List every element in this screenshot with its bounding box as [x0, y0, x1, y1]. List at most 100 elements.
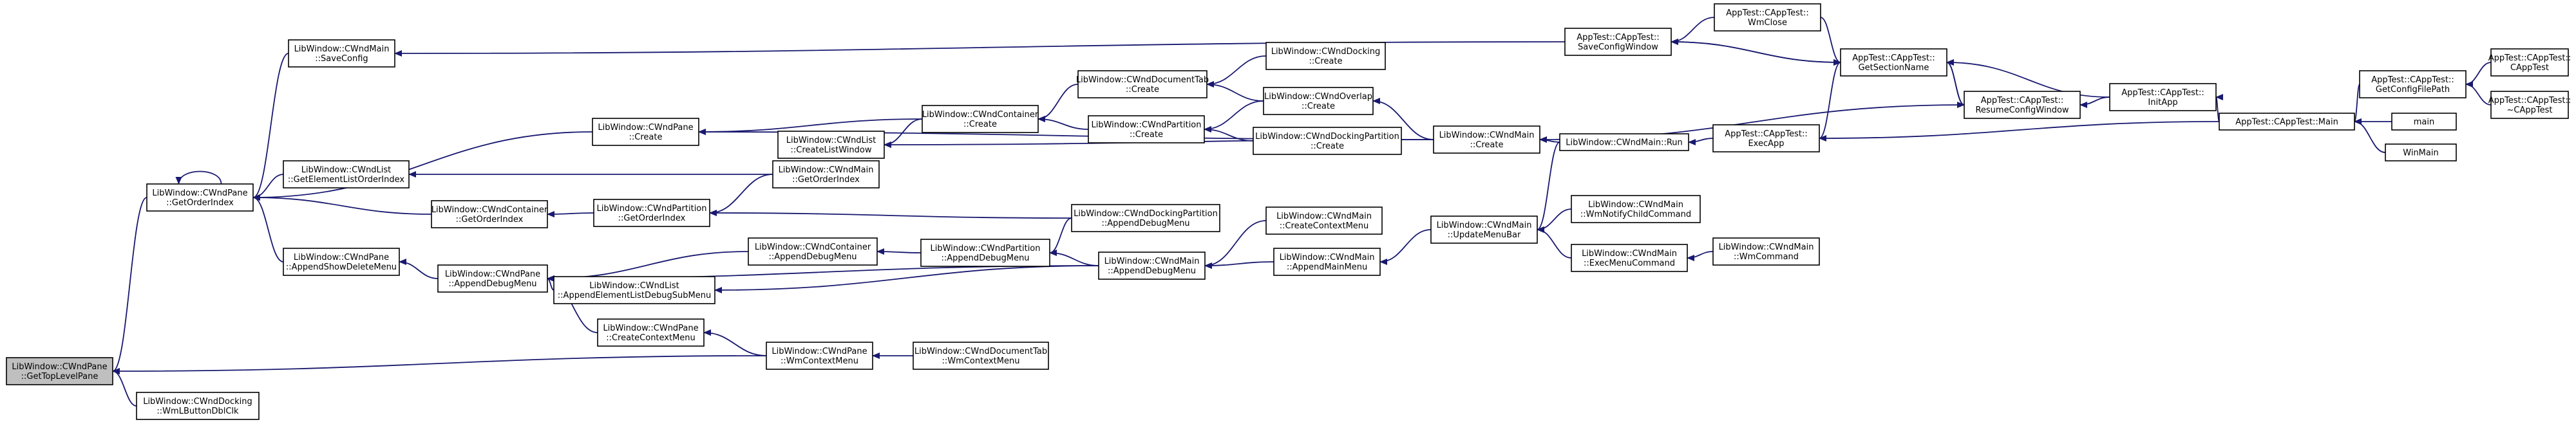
node-main-appendmainmenu[interactable]: LibWindow::CWndMain::AppendMainMenu — [1273, 248, 1381, 276]
node-getsectionname[interactable]: AppTest::CAppTest::GetSectionName — [1840, 48, 1947, 77]
edge-pane-create-to-getorderindex-pane — [252, 131, 593, 201]
node-dockingpartition-create[interactable]: LibWindow::CWndDockingPartition::Create — [1253, 127, 1402, 155]
node-partition-create[interactable]: LibWindow::CWndPartition::Create — [1088, 115, 1205, 143]
node-label: LibWindow::CWndOverlap — [1264, 92, 1372, 102]
node-main-getorderindex[interactable]: LibWindow::CWndMain::GetOrderIndex — [772, 160, 880, 188]
node-box — [2385, 143, 2457, 161]
node-label: ::Create — [1302, 102, 1335, 111]
node-box — [1840, 48, 1947, 77]
node-box — [777, 131, 885, 159]
node-box — [1964, 91, 2081, 119]
node-label: ::CreateListWindow — [791, 145, 872, 155]
node-main-create[interactable]: LibWindow::CWndMain::Create — [1433, 125, 1540, 154]
node-label: ::ExecMenuCommand — [1584, 259, 1675, 268]
node-label: AppTest::CAppTest:: — [2488, 96, 2571, 106]
node-wmclose[interactable]: AppTest::CAppTest::WmClose — [1714, 3, 1821, 32]
node-pane-create[interactable]: LibWindow::CWndPane::Create — [592, 118, 699, 146]
node-box — [766, 342, 873, 370]
node-main-wmnotifychildcommand[interactable]: LibWindow::CWndMain::WmNotifyChildComman… — [1571, 195, 1701, 223]
node-label: ::WmNotifyChildCommand — [1580, 210, 1691, 219]
node-box — [1273, 248, 1381, 276]
node-pane-appenddebugmenu[interactable]: LibWindow::CWndPane::AppendDebugMenu — [437, 264, 548, 293]
node-partition-appenddebugmenu[interactable]: LibWindow::CWndPartition::AppendDebugMen… — [920, 239, 1050, 267]
node-label: LibWindow::CWndPane — [603, 324, 698, 333]
node-label: ::GetOrderIndex — [792, 175, 860, 185]
node-box — [1253, 127, 1402, 155]
edge-pane-wmcontextmenu-to-createcontextmenu — [703, 329, 767, 356]
node-pane-wmcontextmenu[interactable]: LibWindow::CWndPane::WmContextMenu — [766, 342, 873, 370]
edge-saveconfigwindow-to-getsectionname — [1671, 41, 1841, 66]
node-appendelementlistdebugsubmenu[interactable]: LibWindow::CWndList::AppendElementListDe… — [553, 276, 715, 304]
node-box — [1571, 244, 1688, 272]
node-box — [136, 392, 260, 420]
node-documenttab-wmcontextmenu[interactable]: LibWindow::CWndDocumentTab::WmContextMen… — [913, 342, 1049, 370]
node-appendshowdeletemenu[interactable]: LibWindow::CWndPane::AppendShowDeleteMen… — [283, 248, 400, 276]
node-label: AppTest::CAppTest:: — [1852, 53, 1935, 63]
node-label: LibWindow::CWndPane — [772, 347, 867, 356]
node-execapp[interactable]: AppTest::CAppTest::ExecApp — [1712, 124, 1820, 152]
node-box — [1265, 42, 1386, 70]
node-overlap-create[interactable]: LibWindow::CWndOverlap::Create — [1263, 87, 1374, 115]
node-documenttab-create[interactable]: LibWindow::CWndDocumentTab::Create — [1076, 70, 1209, 98]
node-main-execmenucommand[interactable]: LibWindow::CWndMain::ExecMenuCommand — [1571, 244, 1688, 272]
node-docking-create[interactable]: LibWindow::CWndDocking::Create — [1265, 42, 1386, 70]
edge-pane-appenddebugmenu-to-appendshowdeletemenu — [399, 259, 439, 279]
node-gettoplevelpane[interactable]: LibWindow::CWndPane::GetTopLevelPane — [6, 357, 113, 385]
edge-appendshowdeletemenu-to-getorderindex-pane — [252, 194, 284, 262]
node-apptest-main[interactable]: AppTest::CAppTest::Main — [2219, 113, 2355, 131]
node-box — [1265, 206, 1383, 235]
node-container-getorderindex[interactable]: LibWindow::CWndContainer::GetOrderIndex — [431, 200, 548, 228]
node-box — [1088, 115, 1205, 143]
node-getorderindex-pane[interactable]: LibWindow::CWndPane::GetOrderIndex — [146, 183, 254, 212]
node-box — [1071, 204, 1220, 232]
node-label: LibWindow::CWndMain — [1276, 212, 1372, 221]
node-main-updatemenubar[interactable]: LibWindow::CWndMain::UpdateMenuBar — [1430, 216, 1538, 244]
node-label: GetConfigFilePath — [2376, 85, 2450, 95]
node-label: ::WmContextMenu — [781, 356, 858, 366]
node-label: ::AppendDebugMenu — [448, 279, 536, 289]
node-box — [1714, 3, 1821, 32]
node-wmlbuttondblclk[interactable]: LibWindow::CWndDocking::WmLButtonDblClk — [136, 392, 260, 420]
node-label: LibWindow::CWndMain — [1719, 243, 1814, 252]
node-label: AppTest::CAppTest:: — [2371, 75, 2454, 85]
node-dtor[interactable]: AppTest::CAppTest::~CAppTest — [2488, 91, 2571, 119]
node-label: LibWindow::CWndMain — [1582, 249, 1677, 259]
node-label: ::WmContextMenu — [942, 356, 1020, 366]
edge-docking-create-to-documenttab-create — [1206, 55, 1267, 87]
edge-pane-wmcontextmenu-to-gettoplevelpane — [112, 355, 767, 374]
node-createlistwindow[interactable]: LibWindow::CWndList::CreateListWindow — [777, 131, 885, 159]
node-box — [146, 183, 254, 212]
node-label: LibWindow::CWndContainer — [755, 243, 871, 252]
node-dockingpartition-appenddebugmenu[interactable]: LibWindow::CWndDockingPartition::AppendD… — [1071, 204, 1220, 232]
node-main-wmcommand[interactable]: LibWindow::CWndMain::WmCommand — [1712, 237, 1820, 266]
node-ctor[interactable]: AppTest::CAppTest::CAppTest — [2488, 48, 2571, 77]
node-label: ::GetElementListOrderIndex — [288, 175, 405, 185]
node-getelementlistorderindex[interactable]: LibWindow::CWndList::GetElementListOrder… — [283, 160, 410, 188]
node-label: ::GetOrderIndex — [166, 198, 234, 208]
node-label: ::Create — [1126, 85, 1159, 95]
node-label: SaveConfigWindow — [1578, 42, 1658, 52]
node-getconfigfilepath[interactable]: AppTest::CAppTest::GetConfigFilePath — [2359, 70, 2467, 98]
node-partition-getorderindex[interactable]: LibWindow::CWndPartition::GetOrderIndex — [593, 199, 710, 227]
node-main-appenddebugmenu[interactable]: LibWindow::CWndMain::AppendDebugMenu — [1098, 252, 1206, 280]
node-label: ::Create — [1311, 142, 1344, 151]
node-box — [772, 160, 880, 188]
edge-documenttab-create-to-container-create — [1037, 84, 1079, 122]
edge-container-create-to-createlistwindow — [884, 118, 923, 148]
node-saveconfig[interactable]: LibWindow::CWndMain::SaveConfig — [288, 39, 395, 68]
node-label: LibWindow::CWndDocumentTab — [1076, 75, 1209, 85]
edge-winmain-to-apptest-main — [2354, 118, 2386, 153]
node-createcontextmenu[interactable]: LibWindow::CWndPane::CreateContextMenu — [597, 318, 705, 347]
node-main[interactable]: main — [2391, 113, 2457, 131]
node-main-createcontextmenu[interactable]: LibWindow::CWndMain::CreateContextMenu — [1265, 206, 1383, 235]
node-resumeconfigwindow[interactable]: AppTest::CAppTest::ResumeConfigWindow — [1964, 91, 2081, 119]
node-saveconfigwindow[interactable]: AppTest::CAppTest::SaveConfigWindow — [1564, 28, 1672, 56]
node-container-create[interactable]: LibWindow::CWndContainer::Create — [922, 105, 1039, 133]
node-main-run[interactable]: LibWindow::CWndMain::Run — [1559, 133, 1689, 151]
node-container-appenddebugmenu[interactable]: LibWindow::CWndContainer::AppendDebugMen… — [748, 237, 878, 266]
node-box — [1712, 237, 1820, 266]
node-winmain[interactable]: WinMain — [2385, 143, 2457, 161]
node-initapp[interactable]: AppTest::CAppTest::InitApp — [2109, 83, 2217, 111]
node-label: AppTest::CAppTest:: — [1981, 96, 2064, 106]
